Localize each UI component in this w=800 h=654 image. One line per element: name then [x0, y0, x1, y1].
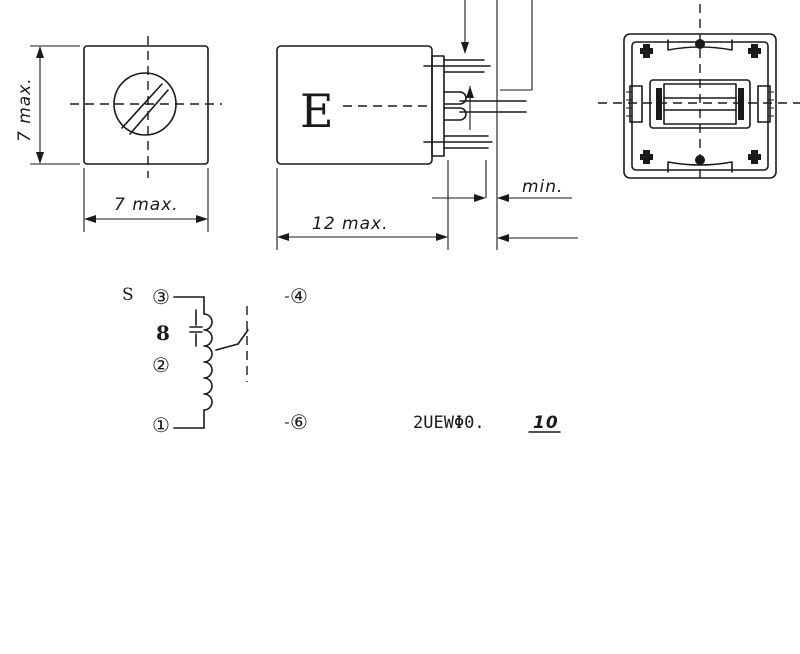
arrow-left-icon: [497, 194, 509, 202]
arrow-right-icon: [474, 194, 486, 202]
length-dimension-label: 12 max.: [312, 214, 388, 234]
pin-2-label: ②: [152, 353, 170, 377]
core-adjust-arrow-icon: [237, 329, 249, 345]
corner-terminal-icons: [640, 39, 761, 165]
arrow-right-icon: [436, 233, 448, 241]
width-dimension-label: 7 max.: [114, 195, 179, 215]
winding-schematic: S ③ 8 ② ① ④ ⑥ 2UEWΦ0. 10: [122, 284, 561, 437]
min-dimension-label: min.: [522, 177, 563, 197]
arrow-down-icon: [461, 42, 469, 54]
pin-1-label: ①: [152, 413, 170, 437]
bottom-view: [598, 4, 800, 184]
core-adjust-line: [215, 343, 239, 351]
arrow-up-icon: [36, 46, 44, 58]
pin-3-label: ③: [152, 285, 170, 309]
front-view-body: [83, 45, 209, 165]
core-winding-icon: [626, 79, 774, 129]
turns-label: 8: [156, 321, 170, 345]
pin-6-label: ⑥: [290, 410, 308, 434]
inductor-coil-icon: [203, 313, 213, 411]
height-dimension-label: 7 max.: [15, 77, 35, 142]
side-view: E 12 max.: [276, 0, 578, 250]
arrow-left-icon: [277, 233, 289, 241]
wire-spec-value: 10: [533, 413, 559, 433]
front-view: 7 max. 7 max.: [15, 36, 222, 232]
arrow-down-icon: [36, 152, 44, 164]
side-view-marking: E: [300, 84, 334, 138]
bottom-view-frame: [623, 33, 777, 179]
arrow-left-icon: [497, 234, 509, 242]
arrow-right-icon: [196, 215, 208, 223]
terminal-pins: [423, 55, 527, 157]
pin-4-label: ④: [290, 284, 308, 308]
start-label: S: [122, 285, 134, 305]
arrow-left-icon: [84, 215, 96, 223]
adjuster-slot-icon: [113, 72, 177, 136]
wire-spec-prefix: 2UEWΦ0.: [413, 413, 485, 433]
